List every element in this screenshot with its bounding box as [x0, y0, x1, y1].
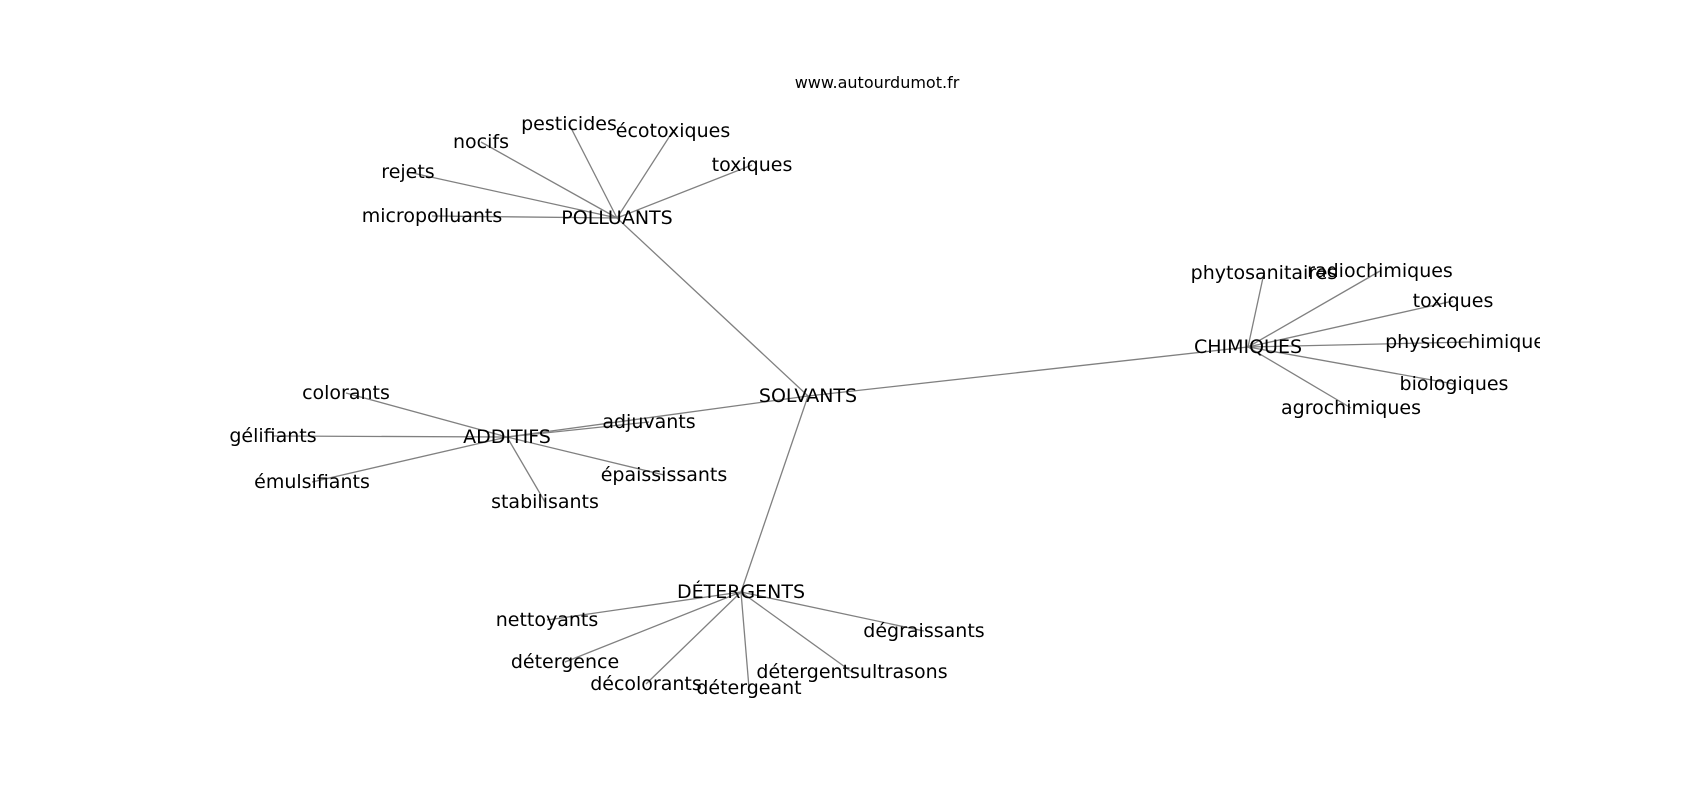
edge-polluants-toxiques	[616, 164, 753, 219]
hub-node-polluants: POLLUANTS	[561, 207, 672, 229]
leaf-node-biologiques: biologiques	[1400, 373, 1509, 395]
edge-chimiques-radiochimiques	[1247, 270, 1381, 348]
leaf-node-radiochimiques: radiochimiques	[1307, 260, 1453, 282]
edge-polluants-nocifs	[480, 141, 618, 219]
edge-detergents-nettoyants	[546, 591, 742, 621]
leaf-node-gelifiants: gélifiants	[229, 425, 316, 447]
leaf-node-nettoyants: nettoyants	[496, 609, 599, 631]
edge-detergents-detergeant	[740, 591, 750, 689]
edge-additifs-gelifiants	[272, 435, 508, 438]
leaf-node-agrochimiques: agrochimiques	[1281, 397, 1421, 419]
leaf-node-adjuvants: adjuvants	[602, 411, 695, 433]
leaf-node-colorants: colorants	[302, 382, 390, 404]
edge-polluants-rejets	[407, 171, 618, 219]
edge-detergents-degraissants	[740, 591, 925, 632]
leaf-node-physicochimiques: physicochimiques	[1385, 331, 1555, 353]
edge-chimiques-agrochimiques	[1247, 346, 1352, 409]
edge-polluants-pesticides	[568, 123, 618, 219]
leaf-node-emulsifiants: émulsifiants	[254, 471, 370, 493]
hub-node-chimiques: CHIMIQUES	[1194, 336, 1302, 358]
hub-node-additifs: ADDITIFS	[463, 426, 551, 448]
edge-chimiques-toxiques	[1247, 300, 1454, 348]
leaf-node-phytosanitaires: phytosanitaires	[1191, 262, 1338, 284]
center-node-solvants: SOLVANTS	[759, 385, 857, 407]
edge-polluants-micropolluants	[431, 215, 618, 219]
edge-detergents-decolorants	[645, 591, 742, 685]
edge-center-additifs	[506, 395, 809, 438]
hub-node-detergents: DÉTERGENTS	[677, 580, 805, 603]
leaf-node-degraissants: dégraissants	[863, 620, 984, 642]
leaf-node-detergeant: détergeant	[696, 677, 801, 699]
leaf-node-ecotoxiques: écotoxiques	[616, 120, 730, 142]
labels-layer: SOLVANTS POLLUANTS micropolluants rejets noc…	[229, 113, 1555, 699]
leaf-node-toxiques: toxiques	[1413, 290, 1494, 312]
edges-layer	[272, 123, 1471, 689]
edge-detergents-detergence	[564, 591, 742, 663]
leaf-node-stabilisants: stabilisants	[491, 491, 599, 513]
edge-polluants-ecotoxiques	[616, 130, 674, 219]
edge-chimiques-phytosanitaires	[1247, 272, 1265, 348]
edge-center-chimiques	[807, 346, 1249, 397]
edge-additifs-colorants	[345, 392, 508, 438]
edge-additifs-epaississants	[506, 436, 665, 476]
leaf-node-detergence: détergence	[511, 651, 619, 673]
leaf-node-rejets: rejets	[381, 161, 434, 183]
leaf-node-detergentsultrasons: détergentsultrasons	[756, 661, 947, 683]
edge-chimiques-biologiques	[1247, 346, 1455, 385]
edge-chimiques-physicochimiques	[1247, 341, 1471, 348]
edge-additifs-stabilisants	[506, 436, 546, 503]
leaf-node-toxiques: toxiques	[712, 154, 793, 176]
source-watermark: www.autourdumot.fr	[795, 73, 960, 92]
leaf-node-nocifs: nocifs	[453, 131, 509, 153]
leaf-node-epaississants: épaississants	[601, 464, 728, 486]
edge-detergents-detergentsultrasons	[740, 591, 853, 673]
edge-additifs-adjuvants	[506, 421, 650, 438]
edge-center-detergents	[740, 395, 809, 593]
leaf-node-pesticides: pesticides	[521, 113, 617, 135]
leaf-node-micropolluants: micropolluants	[362, 205, 503, 227]
leaf-node-decolorants: décolorants	[590, 673, 702, 695]
edge-center-polluants	[616, 217, 809, 397]
edge-additifs-emulsifiants	[311, 436, 508, 483]
